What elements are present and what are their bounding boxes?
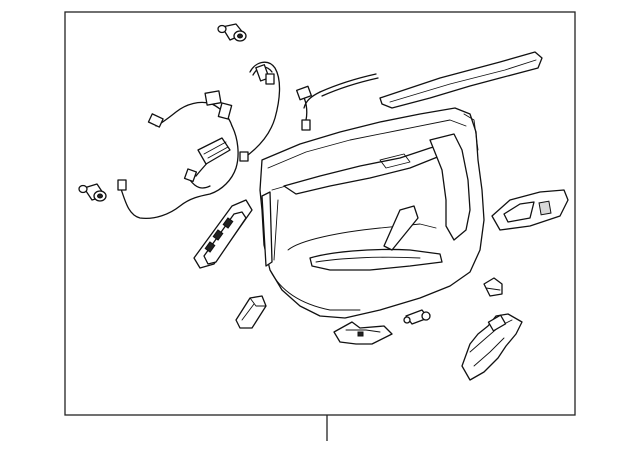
reinforcement-bracket	[461, 313, 523, 381]
grommet-left	[78, 183, 107, 202]
cable-clip	[265, 73, 275, 85]
upper-trim-strip	[379, 51, 543, 109]
bracket-lower	[333, 321, 393, 345]
small-cap	[403, 309, 431, 325]
door-trim-panel	[259, 107, 485, 319]
grommet-top	[217, 23, 247, 42]
mirror-switch-bezel	[491, 189, 569, 231]
speaker-wire-connector	[296, 73, 379, 131]
window-switch-bezel	[193, 199, 253, 269]
retainer-clip	[235, 295, 267, 329]
wiring-harness	[117, 61, 281, 220]
courtesy-lamp	[483, 277, 503, 297]
